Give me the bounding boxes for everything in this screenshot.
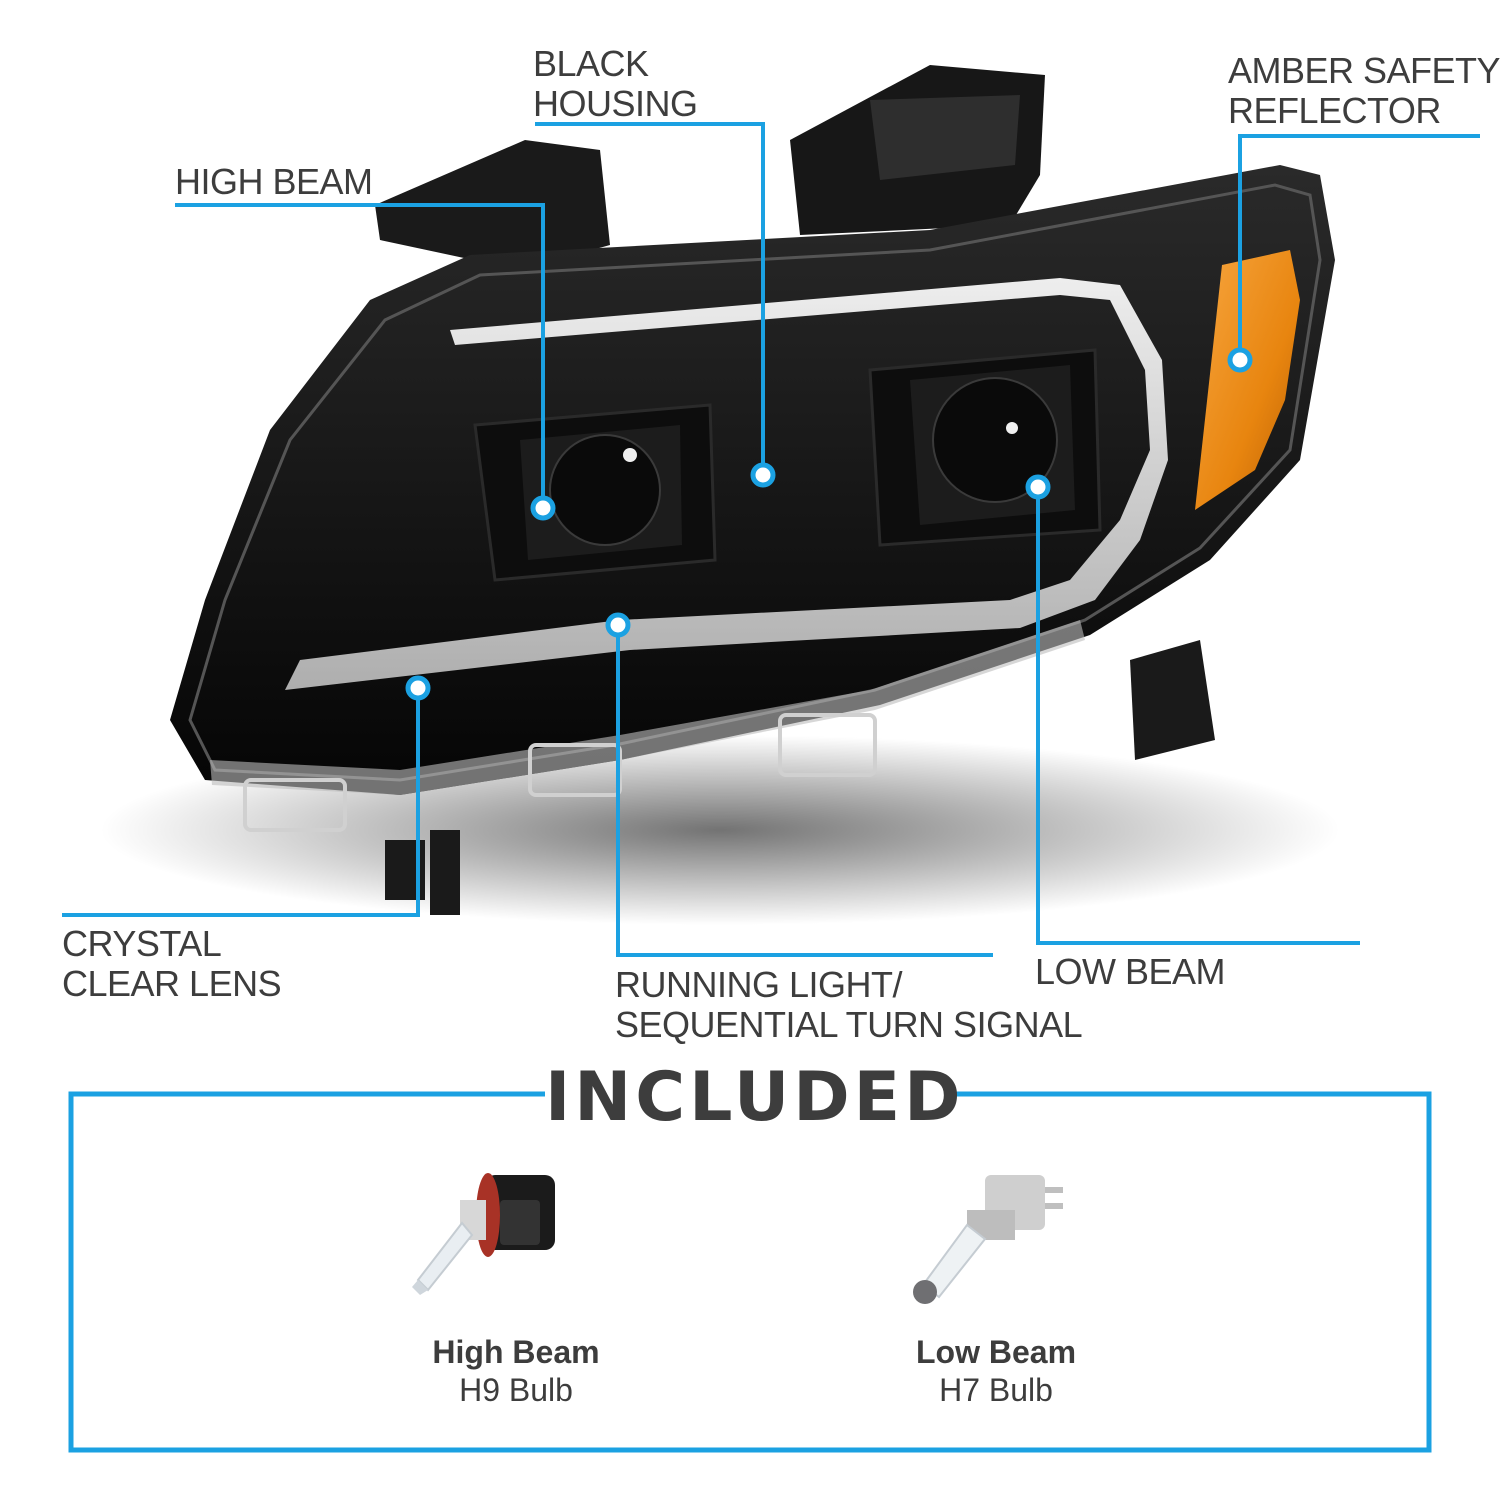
included-item-high-beam: High Beam H9 Bulb <box>432 1334 600 1408</box>
callout-line-amber-reflector <box>1238 134 1480 360</box>
callout-dot-crystal-lens <box>405 675 431 701</box>
h7-bulb-icon <box>913 1175 1063 1304</box>
callout-line-black-housing <box>535 122 765 475</box>
callout-line-running-light <box>616 625 993 957</box>
callout-line-high-beam <box>175 203 545 508</box>
callout-line-crystal-lens <box>62 688 420 917</box>
callout-dot-amber-reflector <box>1227 347 1253 373</box>
label-amber-reflector: AMBER SAFETY REFLECTOR <box>1228 50 1500 131</box>
callout-dot-low-beam <box>1025 474 1051 500</box>
amber-reflector <box>1195 250 1300 510</box>
included-item-low-beam: Low Beam H7 Bulb <box>915 1334 1077 1408</box>
h9-bulb-icon <box>412 1173 555 1295</box>
callout-dot-running-light <box>605 612 631 638</box>
included-heading: INCLUDED <box>545 1058 965 1138</box>
label-running-light: RUNNING LIGHT/ SEQUENTIAL TURN SIGNAL <box>615 964 1083 1045</box>
callout-dot-high-beam <box>530 495 556 521</box>
label-black-housing: BLACK HOUSING <box>533 43 698 124</box>
callout-dot-black-housing <box>750 462 776 488</box>
label-low-beam: LOW BEAM <box>1035 951 1226 992</box>
label-crystal-lens: CRYSTAL CLEAR LENS <box>62 923 282 1004</box>
callout-line-low-beam <box>1036 487 1360 945</box>
headlight-assembly <box>62 65 1480 957</box>
label-high-beam: HIGH BEAM <box>175 161 373 202</box>
